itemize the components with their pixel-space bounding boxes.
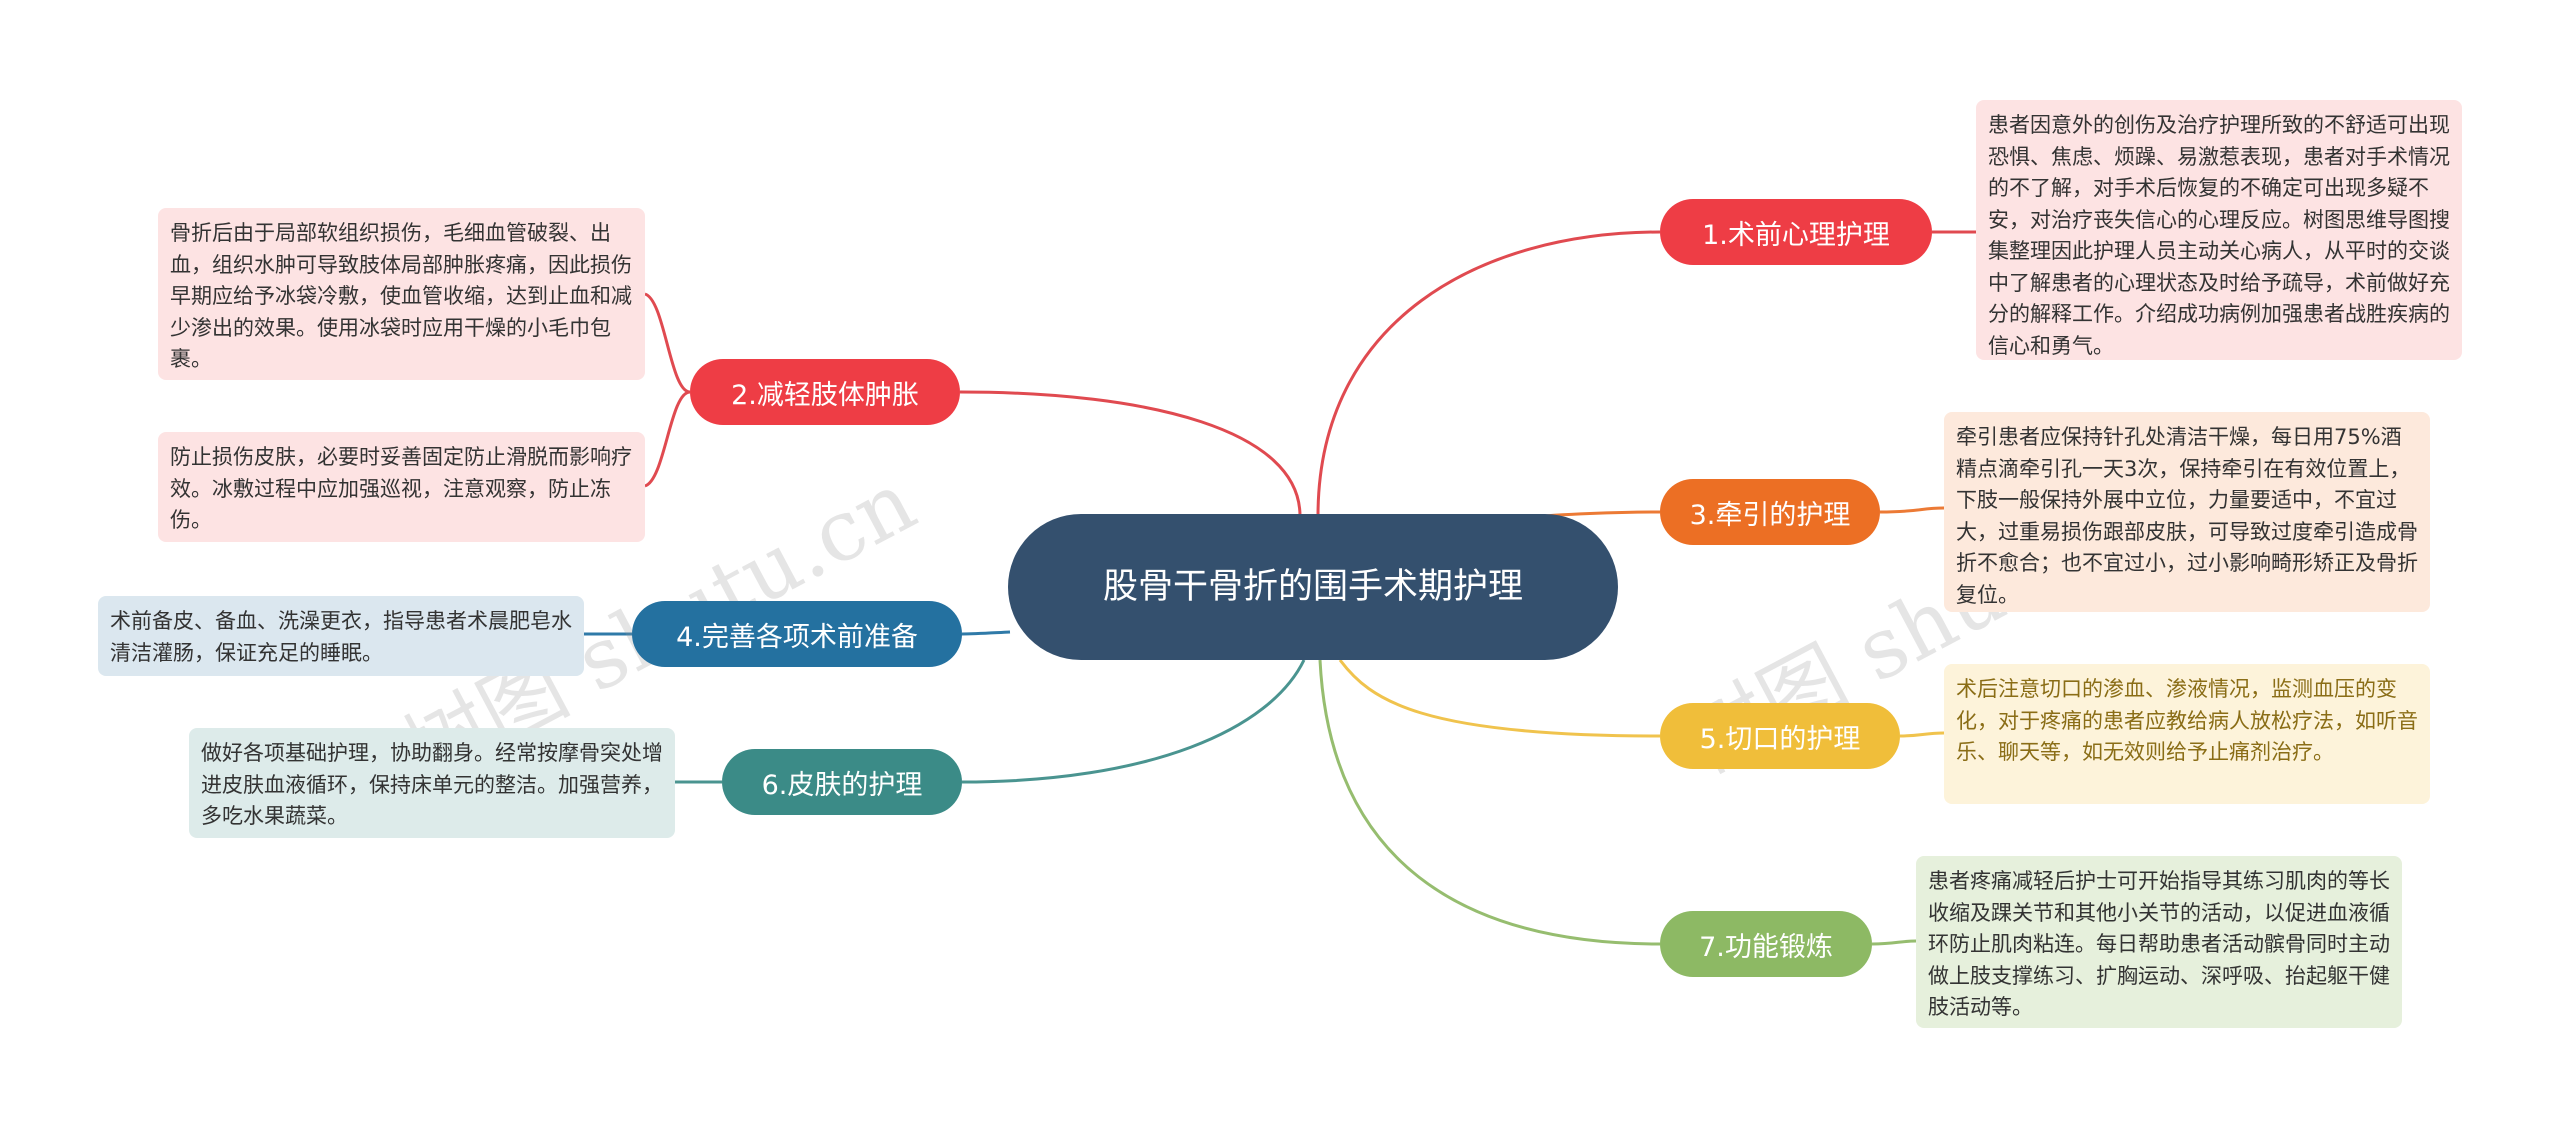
- branch-incision[interactable]: 5.切口的护理: [1660, 703, 1900, 769]
- leaf-swelling-protect: 防止损伤皮肤，必要时妥善固定防止滑脱而影响疗效。冰敷过程中应加强巡视，注意观察，…: [158, 432, 645, 542]
- branch-label: 3.牵引的护理: [1689, 499, 1851, 531]
- branch-label: 1.术前心理护理: [1702, 219, 1890, 251]
- branch-skin[interactable]: 6.皮肤的护理: [722, 749, 962, 815]
- root-node[interactable]: 股骨干骨折的围手术期护理: [1008, 514, 1618, 660]
- branch-label: 7.功能锻炼: [1699, 931, 1833, 963]
- branch-swelling[interactable]: 2.减轻肢体肿胀: [690, 359, 960, 425]
- edge-root-b6: [961, 659, 1306, 784]
- branch-label: 6.皮肤的护理: [761, 769, 923, 801]
- branch-label: 2.减轻肢体肿胀: [731, 379, 919, 411]
- edge-b5-leaf: [1899, 731, 1945, 738]
- leaf-traction: 牵引患者应保持针孔处清洁干燥，每日用75%酒精点滴牵引孔一天3次，保持牵引在有效…: [1944, 412, 2430, 612]
- branch-preop-prep[interactable]: 4.完善各项术前准备: [632, 601, 962, 667]
- edge-b2-leaf-b: [644, 390, 691, 488]
- edge-b3-leaf: [1879, 506, 1945, 514]
- edge-root-b5: [1338, 659, 1661, 738]
- branch-label: 5.切口的护理: [1699, 723, 1861, 755]
- edge-root-b7: [1318, 659, 1661, 946]
- leaf-exercise: 患者疼痛减轻后护士可开始指导其练习肌肉的等长收缩及踝关节和其他小关节的活动，以促…: [1916, 856, 2402, 1028]
- leaf-preop-psych: 患者因意外的创伤及治疗护理所致的不舒适可出现恐惧、焦虑、烦躁、易激惹表现，患者对…: [1976, 100, 2462, 360]
- branch-exercise[interactable]: 7.功能锻炼: [1660, 911, 1872, 977]
- edge-b2-leaf-a: [644, 292, 691, 394]
- edge-root-b1: [1316, 230, 1661, 517]
- edge-root-b4: [961, 630, 1011, 636]
- branch-preop-psych[interactable]: 1.术前心理护理: [1660, 199, 1932, 265]
- leaf-incision: 术后注意切口的渗血、渗液情况，监测血压的变化，对于疼痛的患者应教给病人放松疗法，…: [1944, 664, 2430, 804]
- branch-traction[interactable]: 3.牵引的护理: [1660, 479, 1880, 545]
- branch-label: 4.完善各项术前准备: [676, 621, 918, 653]
- edge-root-b2: [959, 390, 1302, 517]
- edge-b7-leaf: [1871, 939, 1917, 946]
- leaf-swelling-ice: 骨折后由于局部软组织损伤，毛细血管破裂、出血，组织水肿可导致肢体局部肿胀疼痛，因…: [158, 208, 645, 380]
- leaf-preop-prep: 术前备皮、备血、洗澡更衣，指导患者术晨肥皂水清洁灌肠，保证充足的睡眠。: [98, 596, 584, 676]
- leaf-skin: 做好各项基础护理，协助翻身。经常按摩骨突处增进皮肤血液循环，保持床单元的整洁。加…: [189, 728, 675, 838]
- root-title: 股骨干骨折的围手术期护理: [1102, 567, 1523, 607]
